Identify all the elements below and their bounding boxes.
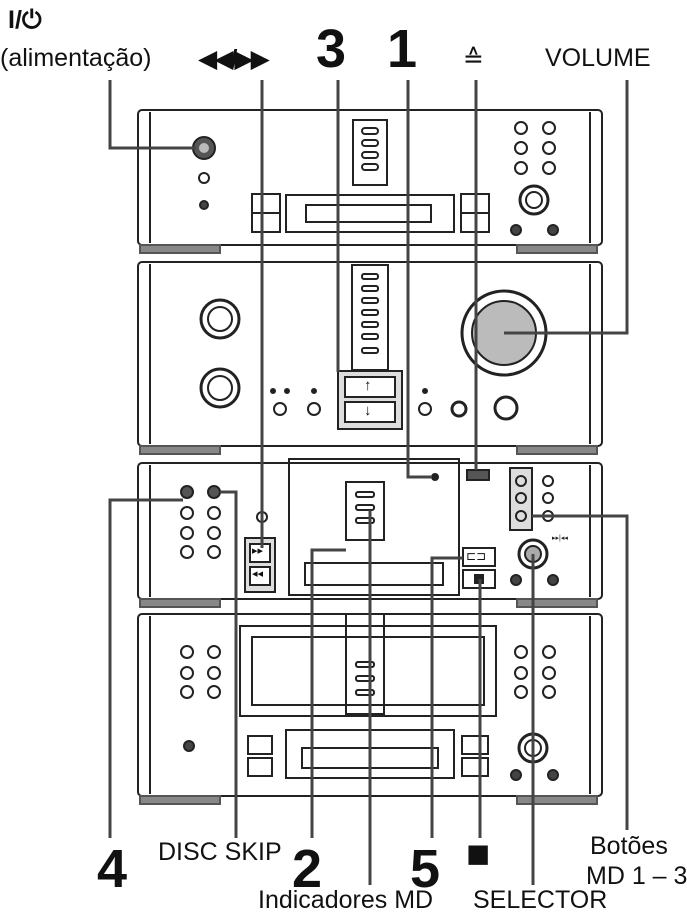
line-2 xyxy=(310,548,346,838)
line-volume xyxy=(504,80,629,335)
callout-lines xyxy=(108,80,629,885)
stop-symbol-label: ■ xyxy=(466,832,491,876)
down-button[interactable] xyxy=(344,401,396,423)
line-4 xyxy=(108,498,183,838)
unit-top xyxy=(137,109,603,254)
rew-button[interactable] xyxy=(249,566,271,586)
rew-mark: ◂◂ xyxy=(252,568,264,580)
ff-mark: ▸▸ xyxy=(252,545,264,557)
line-botoes xyxy=(532,514,629,830)
skip-symbol-label: ◀◀/▶▶ xyxy=(198,45,270,73)
line-5 xyxy=(430,556,463,838)
line-power xyxy=(108,80,196,150)
volume-label: VOLUME xyxy=(545,44,651,72)
disc-skip-label: DISC SKIP xyxy=(158,838,282,866)
eject-symbol-label: ≙ xyxy=(463,45,484,73)
callout-4: 4 xyxy=(97,839,128,899)
ff-button[interactable] xyxy=(249,543,271,563)
down-arrow-mark: ↓ xyxy=(364,402,372,419)
selector-label: SELECTOR xyxy=(473,886,608,914)
callout-1: 1 xyxy=(387,19,418,79)
callout-5: 5 xyxy=(410,839,441,899)
botoes-label-line1: Botões xyxy=(590,832,668,860)
unit-bottom xyxy=(137,613,603,805)
svg-text:▸▸|◂◂: ▸▸|◂◂ xyxy=(552,535,568,542)
callout-2: 2 xyxy=(292,839,323,899)
unit-amplifier xyxy=(137,261,603,455)
ab-mark: ⊏⊐ xyxy=(466,549,487,563)
up-arrow-mark: ↑ xyxy=(364,377,372,394)
botoes-label-line2: MD 1 – 3 xyxy=(586,862,687,890)
line-disc-skip xyxy=(220,490,238,838)
line-1 xyxy=(406,80,432,479)
callout-3: 3 xyxy=(316,19,347,79)
indicadores-md-label: Indicadores MD xyxy=(258,886,434,914)
power-symbol-label: I/⏻ xyxy=(8,6,42,34)
up-button[interactable] xyxy=(344,376,396,398)
power-text-label: (alimentação) xyxy=(0,44,152,72)
